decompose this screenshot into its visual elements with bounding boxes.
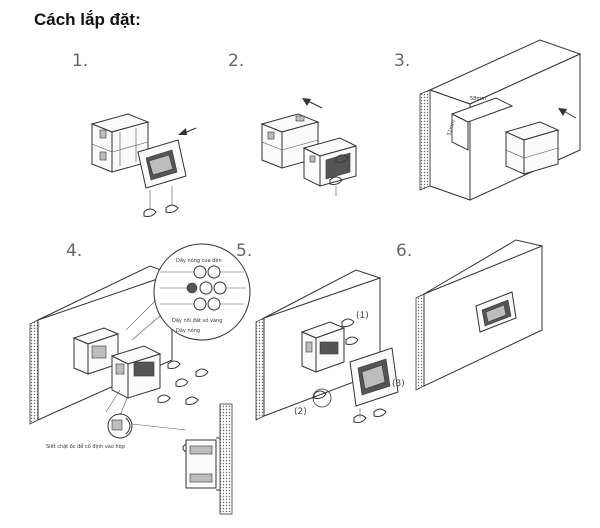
step-5-label-1: (1) bbox=[356, 311, 369, 321]
step-4-panel: 4. bbox=[29, 241, 251, 515]
step-2-frame bbox=[302, 137, 358, 187]
step-4-number: 4. bbox=[66, 241, 82, 261]
step-3-arrow bbox=[558, 108, 577, 119]
step-5-label-2: (2) bbox=[294, 407, 307, 417]
step-4-terminal-block bbox=[160, 265, 246, 311]
step-5-panel: 5. (1) (2) (3) bbox=[236, 241, 405, 423]
step-2-screws bbox=[329, 154, 349, 196]
step-2-arrow bbox=[302, 98, 323, 109]
step-3-wall-opening bbox=[450, 97, 514, 151]
step-3-dim-width: 58mm bbox=[470, 96, 486, 102]
step-5-box-in-wall bbox=[300, 321, 346, 373]
step-6-installed-lamp bbox=[475, 291, 517, 333]
step-1-number: 1. bbox=[72, 51, 88, 71]
step-1-back-box bbox=[90, 113, 150, 173]
step-5-number: 5. bbox=[236, 241, 252, 261]
step-2-number: 2. bbox=[228, 51, 244, 71]
step-5-cover-plate bbox=[349, 347, 399, 407]
step-3-back-box bbox=[504, 121, 560, 175]
step-4-callout-label-live: Dây nóng của đèn bbox=[176, 257, 222, 264]
step-2-panel: 2. bbox=[228, 51, 358, 196]
step-5-screws bbox=[313, 318, 387, 423]
step-4-callout-label-hot: Dây nóng bbox=[176, 327, 200, 334]
step-4-side-section bbox=[182, 403, 233, 515]
step-1-panel: 1. bbox=[72, 51, 197, 217]
step-4-callout: Dây nóng của đèn Dây nối đất vỏ vàng Dây… bbox=[125, 243, 251, 341]
step-3-panel: 3. 58mm 52mm bbox=[394, 39, 582, 201]
step-4-callout-label-ground: Dây nối đất vỏ vàng bbox=[172, 317, 222, 324]
step-6-number: 6. bbox=[396, 241, 412, 261]
step-6-panel: 6. bbox=[396, 239, 544, 391]
step-3-number: 3. bbox=[394, 51, 410, 71]
step-3-dim-height: 52mm bbox=[446, 119, 457, 136]
step-1-arrow bbox=[178, 127, 197, 135]
step-4-screws bbox=[157, 360, 209, 405]
step-4-box-in-wall bbox=[72, 327, 120, 375]
step-4-caption: Siết chặt ốc để cố định vào hộp bbox=[46, 443, 125, 450]
step-1-cover-plate bbox=[137, 139, 187, 189]
step-5-label-3: (3) bbox=[392, 379, 405, 389]
step-4-lamp-module bbox=[105, 345, 162, 421]
step-3-wall bbox=[419, 39, 582, 201]
step-1-screws bbox=[143, 186, 179, 217]
step-4-clip-detail bbox=[107, 413, 187, 439]
step-5-screw-highlight bbox=[312, 388, 332, 408]
page-title: Cách lắp đặt: bbox=[34, 10, 141, 29]
